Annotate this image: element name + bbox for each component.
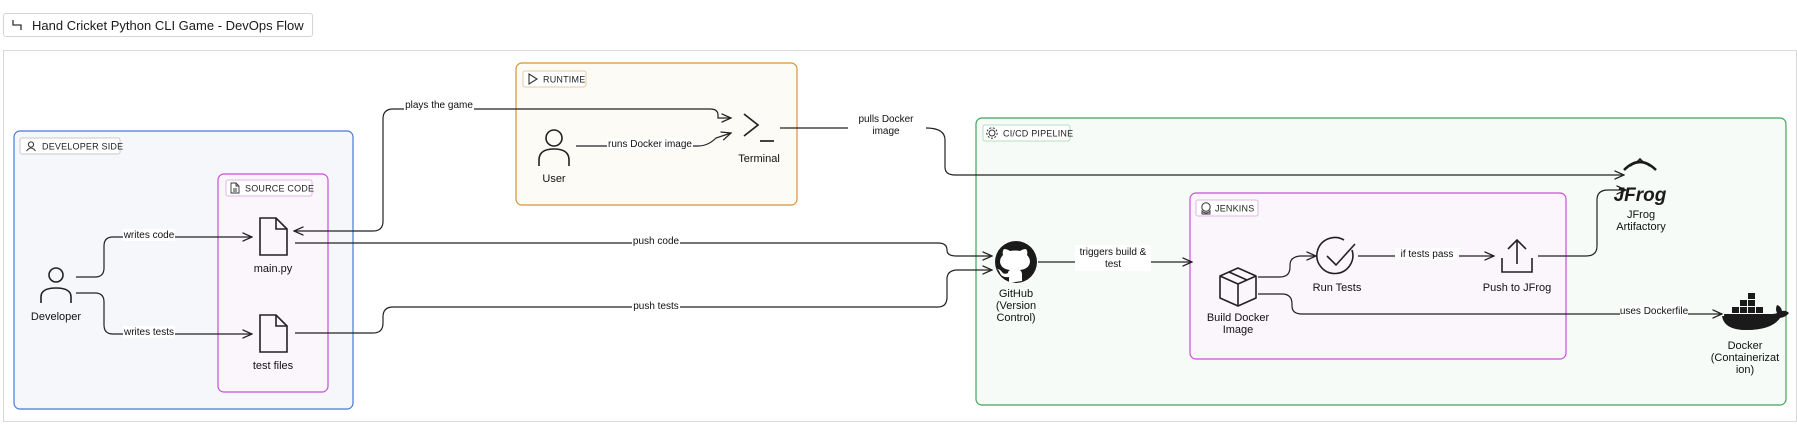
- diagram-title-bar: Hand Cricket Python CLI Game - DevOps Fl…: [3, 13, 313, 37]
- edge-pulls-docker-2: [925, 127, 1624, 175]
- group-title-developer: DEVELOPER SIDE: [42, 142, 123, 152]
- group-title-runtime: RUNTIME: [543, 75, 585, 85]
- node-github[interactable]: GitHub (Version Control): [995, 241, 1037, 324]
- package-icon: [1219, 267, 1257, 307]
- node-label-github-2: (Version: [996, 300, 1036, 312]
- edge-label-push-tests: push tests: [633, 301, 679, 312]
- edge-uses-dockerfile: [1258, 293, 1722, 314]
- node-label-github-3: Control): [996, 312, 1035, 324]
- node-label-terminal: Terminal: [738, 153, 780, 165]
- edge-label-runs-docker: runs Docker image: [608, 139, 692, 150]
- docker-icon: [1722, 293, 1789, 330]
- node-label-docker-3: ion): [1736, 364, 1754, 376]
- node-docker[interactable]: Docker (Containerizat ion): [1711, 293, 1789, 376]
- edge-label-triggers-2: test: [1105, 259, 1121, 270]
- node-label-github-1: GitHub: [999, 288, 1033, 300]
- edge-label-pulls-docker-2: image: [872, 126, 900, 137]
- group-runtime: RUNTIME: [515, 62, 798, 206]
- svg-text:JFrog: JFrog: [1614, 185, 1667, 206]
- terminal-icon: [743, 113, 774, 142]
- edge-writes-code: [76, 237, 252, 278]
- node-terminal[interactable]: Terminal: [738, 113, 780, 165]
- edge-label-if-pass: if tests pass: [1401, 249, 1454, 260]
- flow-icon: [10, 18, 24, 32]
- node-label-main-py: main.py: [254, 263, 293, 275]
- group-title-cicd: CI/CD PIPELINE: [1003, 129, 1073, 139]
- jenkins-icon: [1201, 202, 1211, 215]
- node-label-docker-1: Docker: [1728, 340, 1763, 352]
- node-user[interactable]: User: [538, 129, 570, 185]
- node-build-docker-image[interactable]: Build Docker Image: [1207, 267, 1270, 336]
- edge-plays-game-to-main: [294, 108, 476, 231]
- node-label-jfrog-2: Artifactory: [1616, 221, 1666, 233]
- github-icon: [995, 241, 1037, 283]
- node-label-test-files: test files: [253, 360, 294, 372]
- node-push-to-jfrog[interactable]: Push to JFrog: [1483, 238, 1551, 294]
- node-test-files[interactable]: test files: [253, 314, 294, 372]
- edge-label-writes-tests: writes tests: [123, 327, 174, 338]
- node-label-user: User: [542, 173, 566, 185]
- diagram-title: Hand Cricket Python CLI Game - DevOps Fl…: [32, 17, 304, 33]
- edge-label-writes-code: writes code: [123, 230, 175, 241]
- edge-push-to-jfrog: [1538, 190, 1626, 257]
- edge-runs-docker: [576, 133, 731, 147]
- gear-icon: [986, 127, 998, 139]
- node-label-docker-2: (Containerizat: [1711, 352, 1779, 364]
- edge-labels: writes code writes tests plays the game …: [123, 99, 1689, 338]
- group-title-source: SOURCE CODE: [245, 184, 314, 194]
- file-icon: [230, 182, 240, 194]
- group-title-jenkins: JENKINS: [1215, 204, 1254, 214]
- edge-label-pulls-docker-1: pulls Docker: [858, 114, 914, 125]
- check-circle-icon: [1316, 236, 1356, 275]
- node-label-build-2: Image: [1223, 324, 1254, 336]
- developer-icon: [40, 267, 72, 303]
- user-icon: [538, 129, 570, 166]
- node-label-run-tests: Run Tests: [1313, 282, 1362, 294]
- node-developer[interactable]: Developer: [31, 267, 81, 323]
- file-icon: [259, 314, 288, 353]
- node-run-tests[interactable]: Run Tests: [1313, 236, 1362, 294]
- node-label-push-jfrog: Push to JFrog: [1483, 282, 1551, 294]
- edge-push-code: [295, 242, 992, 256]
- edge-build-to-tests: [1258, 256, 1316, 278]
- user-icon: [26, 141, 36, 152]
- edge-label-plays-game: plays the game: [405, 100, 473, 111]
- node-main-py[interactable]: main.py: [254, 217, 293, 275]
- node-label-developer: Developer: [31, 311, 81, 323]
- edge-plays-game: [476, 108, 731, 118]
- group-jenkins: JENKINS: [1189, 192, 1567, 360]
- node-jfrog-artifactory[interactable]: JFrog JFrog Artifactory: [1614, 157, 1667, 233]
- node-label-jfrog-1: JFrog: [1627, 209, 1655, 221]
- edge-label-push-code: push code: [633, 236, 680, 247]
- edge-label-triggers-1: triggers build &: [1080, 247, 1147, 258]
- node-label-build-1: Build Docker: [1207, 312, 1270, 324]
- file-icon: [259, 217, 288, 256]
- upload-icon: [1501, 238, 1533, 273]
- jfrog-icon: JFrog: [1614, 157, 1667, 206]
- play-icon: [528, 73, 539, 85]
- edge-label-uses-dockerfile: uses Dockerfile: [1620, 306, 1689, 317]
- edge-writes-tests: [76, 292, 252, 334]
